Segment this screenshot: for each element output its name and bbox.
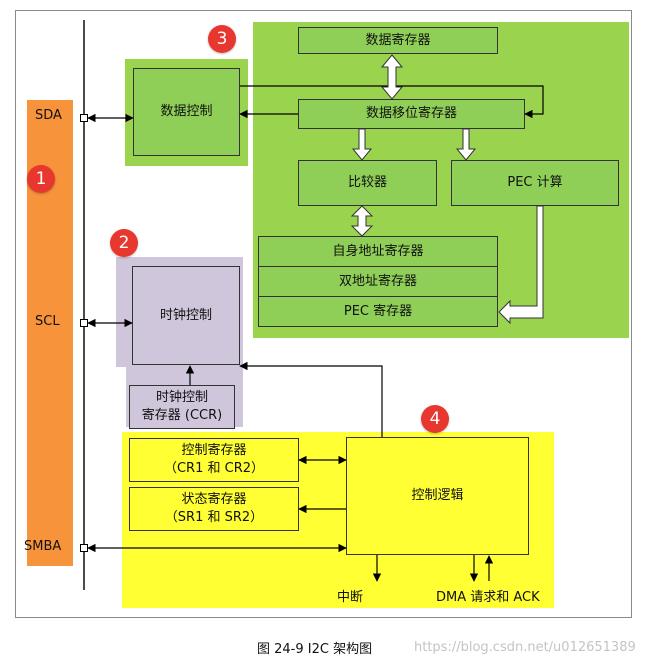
data-control-block: 数据控制 xyxy=(133,68,240,156)
badge-3: 3 xyxy=(208,25,236,53)
pec-calc-block: PEC 计算 xyxy=(451,160,619,206)
control-register-line1: 控制寄存器 xyxy=(181,443,247,458)
badge-4: 4 xyxy=(421,405,449,433)
badge-1: 1 xyxy=(27,165,55,193)
diagram-frame xyxy=(15,10,632,618)
smba-label: SMBA xyxy=(24,539,62,554)
control-logic-block: 控制逻辑 xyxy=(346,437,529,555)
ccr-register-block: 时钟控制 寄存器 (CCR) xyxy=(129,385,235,429)
ccr-label-line1: 时钟控制 xyxy=(155,390,208,405)
watermark-url: https://blog.csdn.net/u012651389 xyxy=(414,640,636,655)
ccr-label-line2: 寄存器 (CCR) xyxy=(141,408,223,423)
scl-label: SCL xyxy=(35,314,60,329)
own-address-register-block: 自身地址寄存器 xyxy=(258,236,498,267)
scl-pin-connector xyxy=(80,319,88,327)
data-shift-register-block: 数据移位寄存器 xyxy=(298,99,525,129)
status-register-line2: （SR1 和 SR2） xyxy=(164,510,264,525)
interrupt-label: 中断 xyxy=(337,590,364,605)
control-register-block: 控制寄存器 （CR1 和 CR2） xyxy=(129,438,299,482)
smba-pin-connector xyxy=(80,544,88,552)
dma-ack-label: DMA 请求和 ACK xyxy=(436,590,540,605)
figure-caption: 图 24-9 I2C 架构图 xyxy=(257,642,373,657)
sda-label: SDA xyxy=(35,108,62,123)
badge-2: 2 xyxy=(110,229,138,257)
control-register-line2: （CR1 和 CR2） xyxy=(163,461,265,476)
clock-control-block: 时钟控制 xyxy=(132,266,240,365)
status-register-block: 状态寄存器 （SR1 和 SR2） xyxy=(129,487,299,531)
data-register-block: 数据寄存器 xyxy=(298,27,498,54)
comparator-block: 比较器 xyxy=(298,160,437,206)
pec-register-block: PEC 寄存器 xyxy=(258,296,498,327)
status-register-line1: 状态寄存器 xyxy=(181,492,247,507)
sda-pin-connector xyxy=(80,114,88,122)
dual-address-register-block: 双地址寄存器 xyxy=(258,266,498,297)
